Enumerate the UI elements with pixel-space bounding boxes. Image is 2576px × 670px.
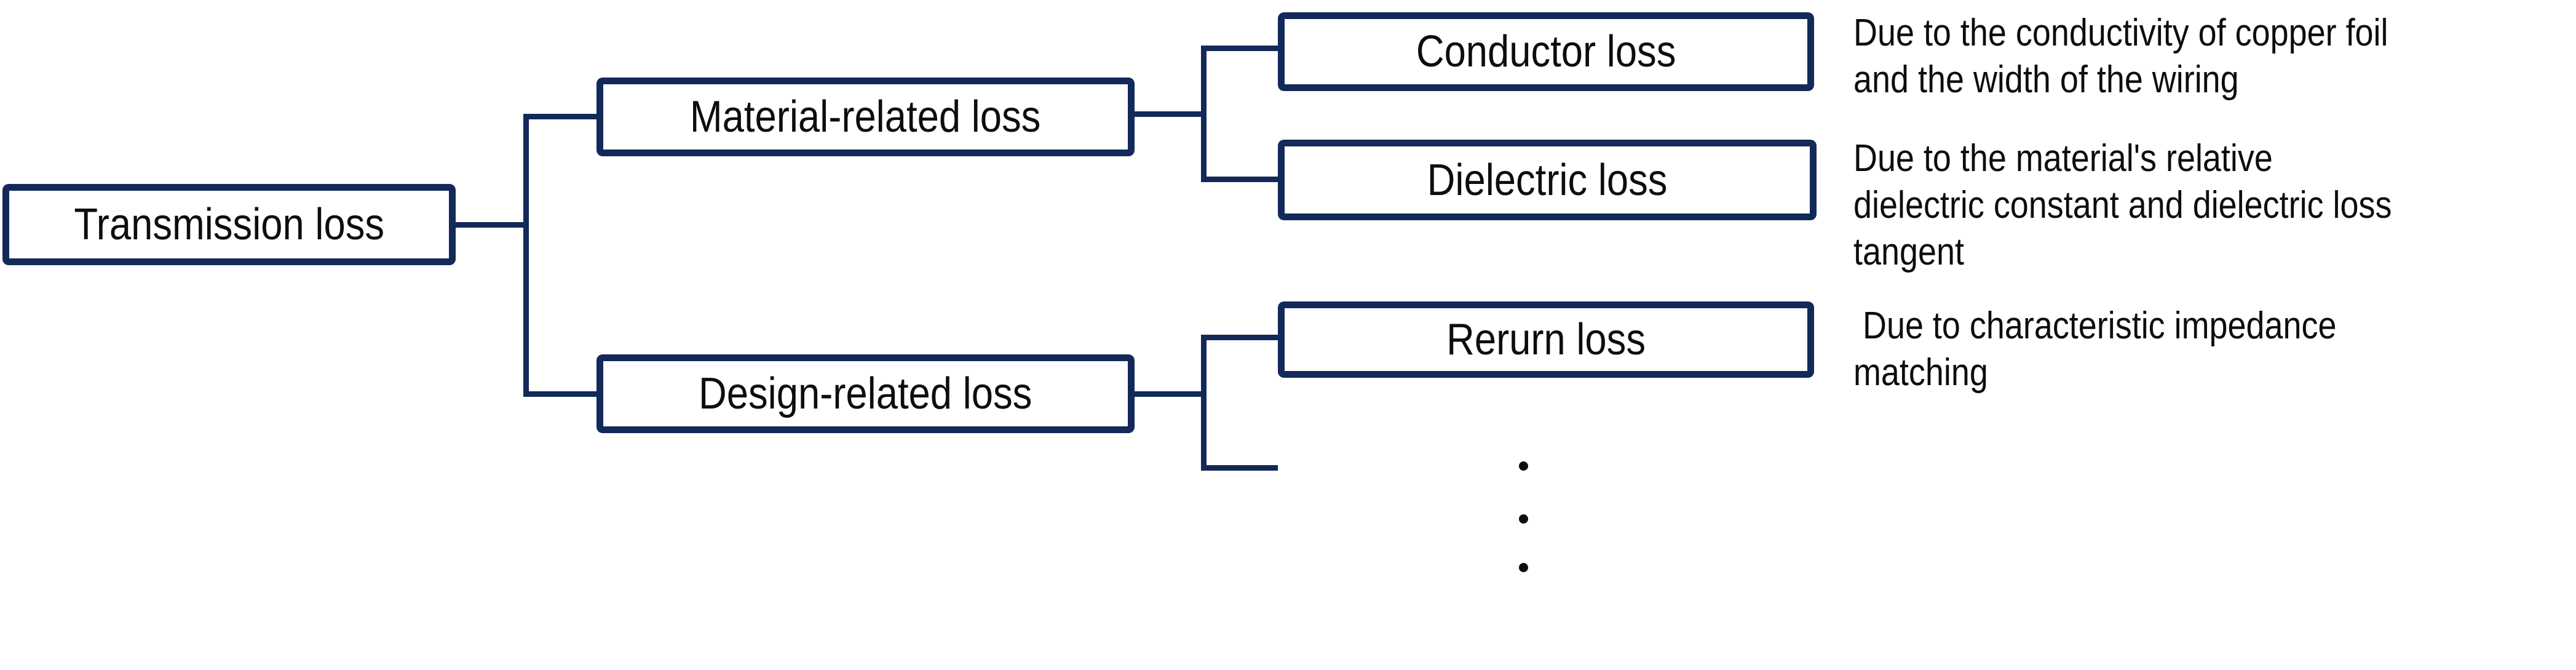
description-conductor-loss: Due to the conductivity of copper foil a… (1853, 12, 2388, 101)
node-design-related-loss: Design-related loss (596, 354, 1135, 433)
connector-design-stub (1135, 391, 1207, 397)
node-conductor-loss-label: Conductor loss (1416, 27, 1676, 76)
node-dielectric-loss-label: Dielectric loss (1427, 155, 1668, 205)
node-rerurn-loss-label: Rerurn loss (1446, 315, 1646, 364)
connector-root-trunk (523, 114, 529, 397)
ellipsis-dot (1519, 514, 1528, 524)
connector-material-trunk (1201, 46, 1207, 182)
node-material-related-loss-label: Material-related loss (690, 92, 1041, 142)
connector-to-dielectric (1201, 177, 1278, 182)
connector-to-rerurn (1201, 335, 1278, 340)
ellipsis-dot (1519, 461, 1528, 471)
node-dielectric-loss: Dielectric loss (1278, 140, 1817, 220)
node-conductor-loss: Conductor loss (1278, 12, 1814, 91)
description-rerurn-loss: Due to characteristic impedance matching (1853, 305, 2337, 394)
connector-to-conductor (1201, 46, 1278, 51)
ellipsis-dot (1519, 563, 1528, 572)
node-rerurn-loss: Rerurn loss (1278, 301, 1814, 378)
connector-to-material (523, 114, 596, 119)
node-transmission-loss-label: Transmission loss (74, 200, 384, 249)
connector-to-design (523, 391, 596, 397)
connector-root-stub (456, 222, 529, 228)
connector-design-trunk (1201, 335, 1207, 471)
description-dielectric-loss: Due to the material's relative dielectri… (1853, 137, 2392, 273)
connector-material-stub (1135, 111, 1207, 117)
connector-to-more-items (1201, 465, 1278, 471)
node-material-related-loss: Material-related loss (596, 78, 1135, 156)
node-design-related-loss-label: Design-related loss (699, 369, 1032, 418)
node-transmission-loss: Transmission loss (2, 184, 456, 265)
